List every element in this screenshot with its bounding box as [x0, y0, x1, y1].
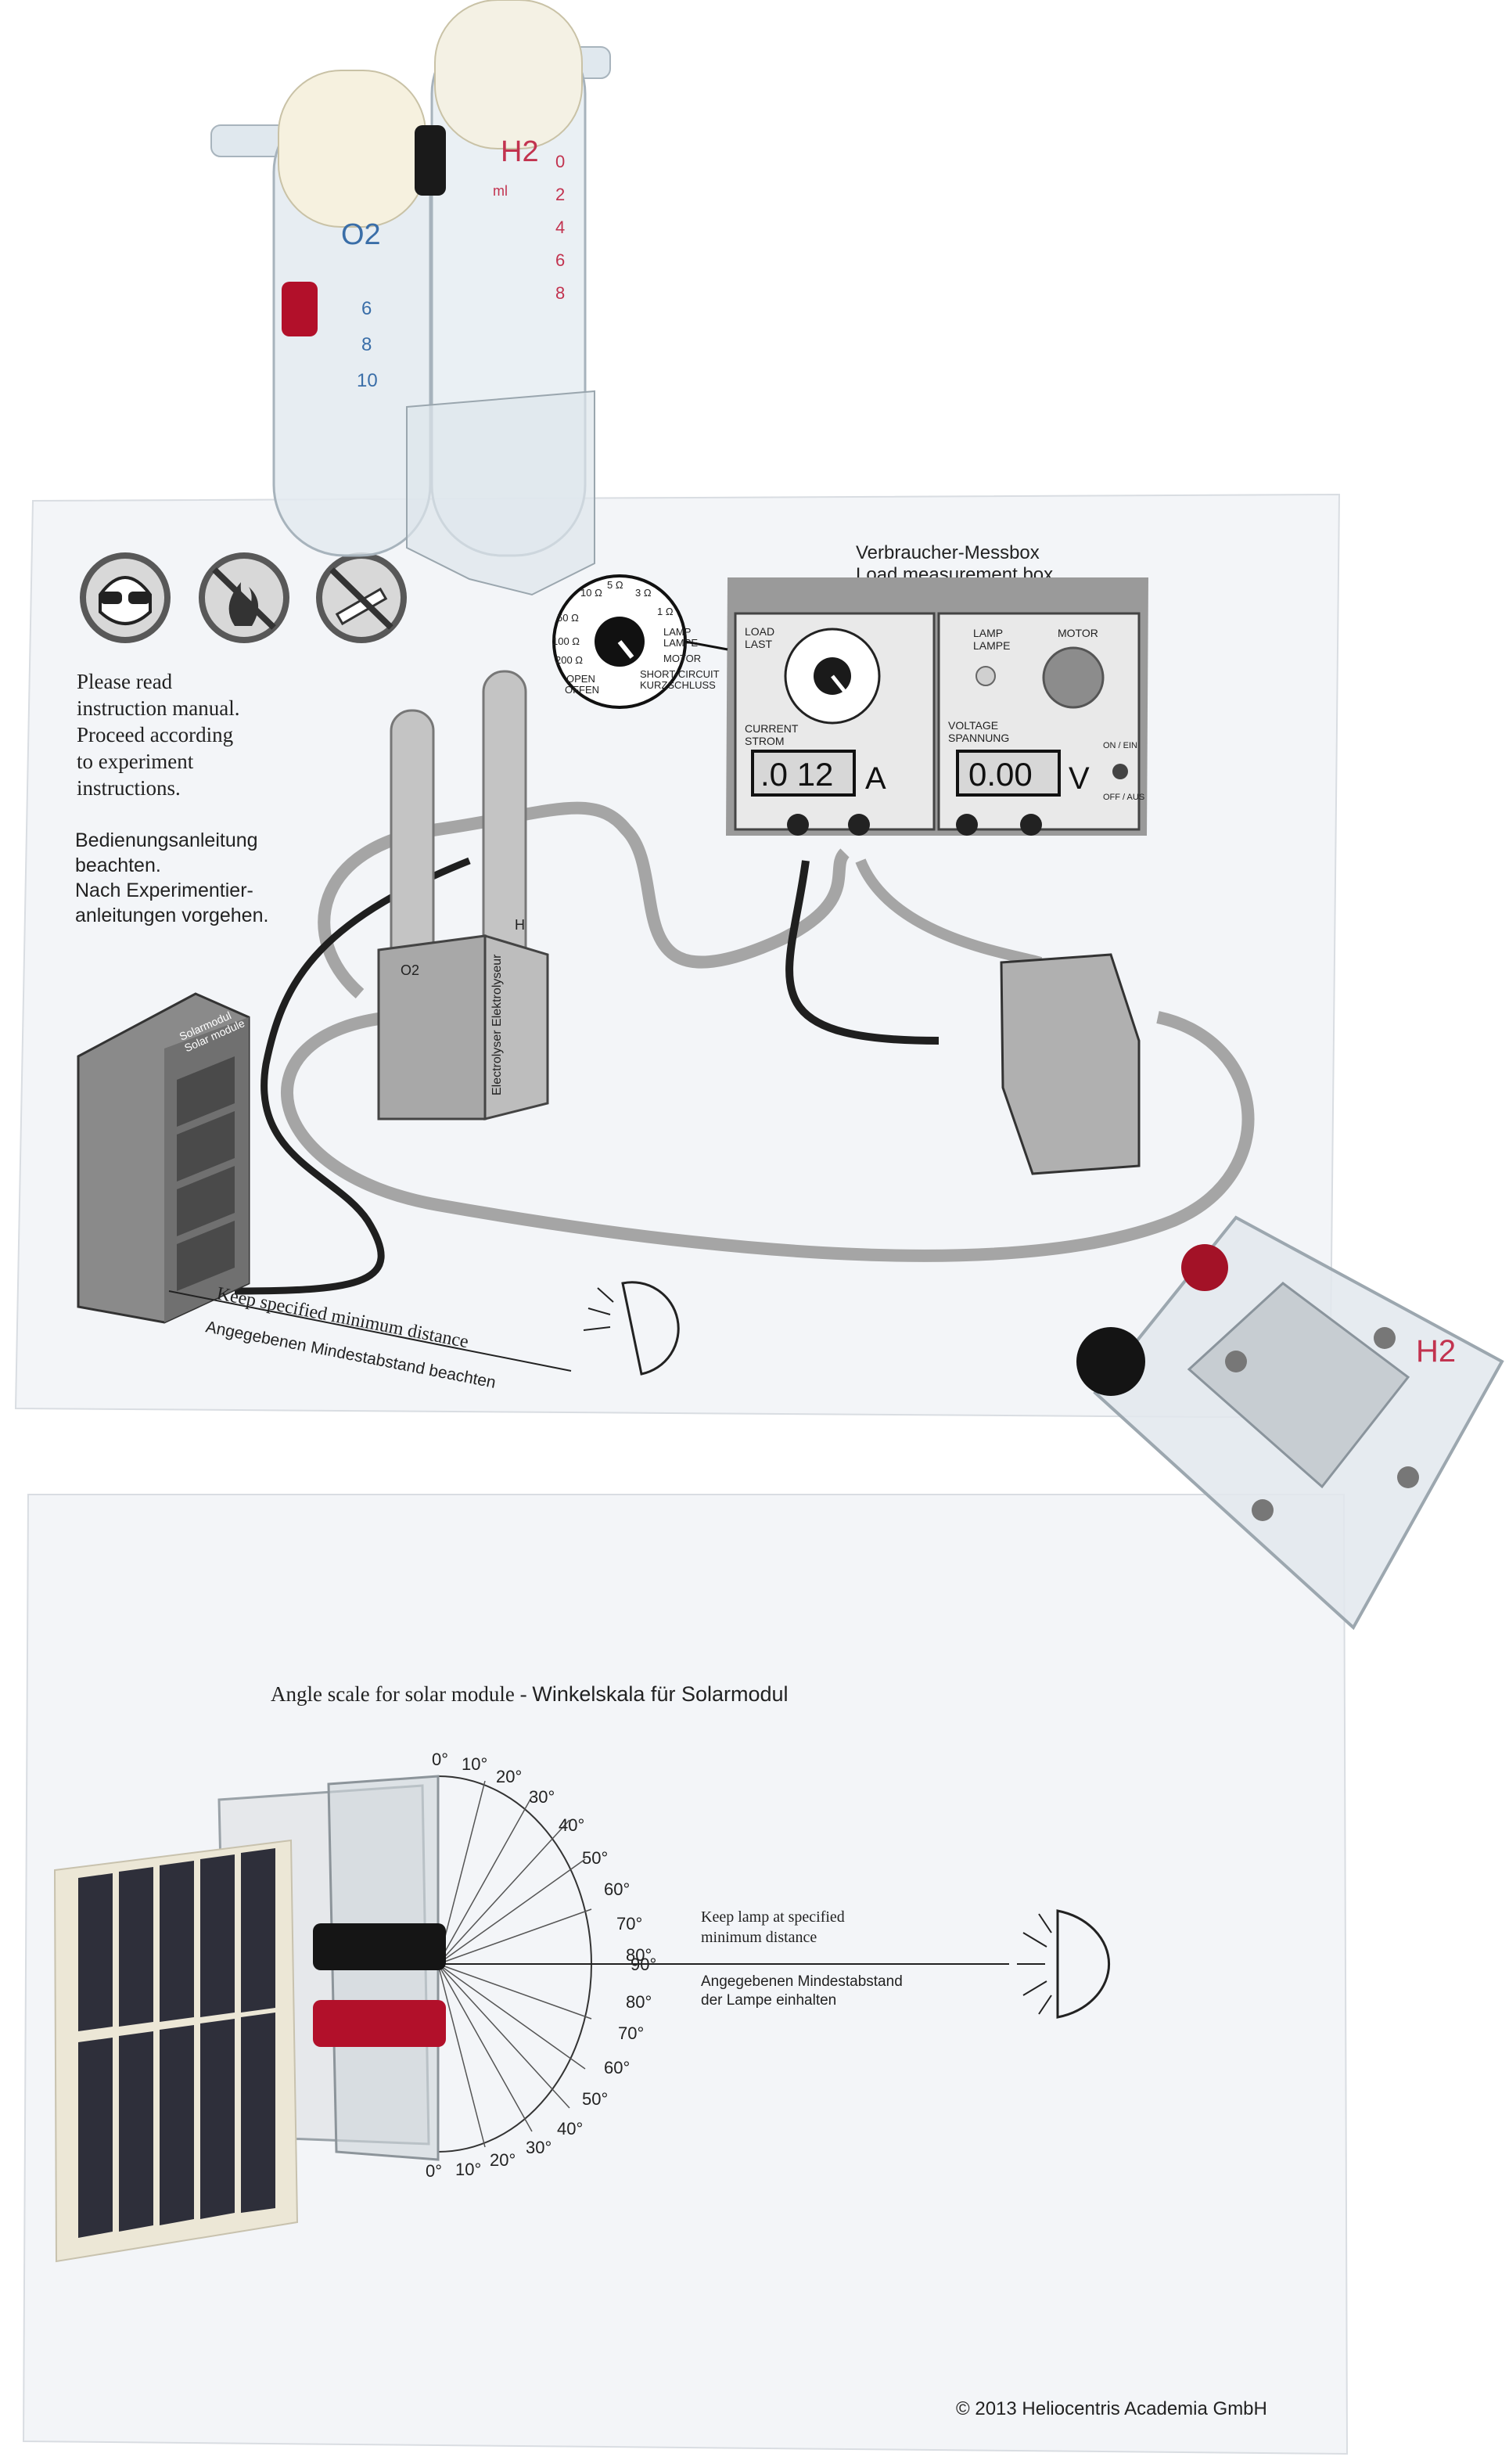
current-label: CURRENT STROM	[745, 722, 801, 747]
load-label: LOAD LAST	[745, 625, 778, 650]
angle-labels-upper: 0° 10° 20° 30° 40° 50° 60° 70° 80° 90°	[432, 1750, 656, 1974]
solar-module-photo	[53, 1775, 446, 2263]
instruction-line: Bedienungsanleitung	[75, 829, 258, 851]
lamp-icon	[621, 1281, 680, 1376]
fuel-cell-label: H2	[1416, 1334, 1456, 1369]
instruction-line: Please read	[77, 670, 173, 693]
red-terminal-icon	[313, 2000, 446, 2047]
voltage-unit: V	[1069, 761, 1090, 796]
solar-module-drawing: Solarmodul Solar module	[77, 992, 250, 1324]
h2-tube-stopper	[434, 0, 583, 149]
off-label: OFF / AUS	[1103, 793, 1144, 802]
voltage-reading: 0.00	[968, 756, 1033, 793]
current-display	[751, 750, 856, 797]
o2-label: O2	[401, 962, 419, 978]
box-title-de: Verbraucher-Messbox	[856, 542, 1040, 563]
keep-lamp-text-de: Angegebenen Mindestabstand der Lampe ein…	[701, 1973, 907, 2009]
red-terminal-icon	[1181, 1244, 1228, 1291]
instructions-german: Bedienungsanleitung beachten. Nach Exper…	[75, 829, 268, 926]
current-reading: .0 12	[760, 756, 833, 793]
current-unit: A	[865, 761, 886, 796]
o2-tube-stopper	[278, 70, 426, 228]
voltage-label: VOLTAGE SPANNUNG	[948, 719, 1009, 744]
copyright: © 2013 Heliocentris Academia GmbH	[956, 2398, 1267, 2419]
dial-labels: 10 Ω 5 Ω 3 Ω 1 Ω 50 Ω 100 Ω 200 Ω OPEN O…	[552, 579, 722, 696]
electrolyser-drawing: Electrolyser Elektrolyseur O2 H	[377, 670, 549, 1120]
black-cable	[234, 857, 471, 1295]
electrolyser-label: Electrolyser Elektrolyseur	[490, 954, 504, 1095]
fuel-cell-drawing	[1000, 953, 1141, 1175]
instruction-line: Proceed according	[77, 723, 233, 746]
instruction-line: instruction manual.	[77, 696, 239, 720]
lamp-label: LAMP LAMPE	[973, 627, 1010, 652]
load-measurement-box-drawing: Verbraucher-Messbox Load measurement box…	[552, 542, 1148, 836]
black-cable	[785, 860, 940, 1045]
o2-tube-label: O2	[341, 218, 381, 251]
power-switch-drawing	[1112, 764, 1128, 779]
grey-cable	[855, 858, 1043, 968]
angle-scale-title: Angle scale for solar module - Winkelska…	[271, 1682, 789, 1706]
o2-scale: 6 8 10	[357, 298, 378, 391]
instruction-line: anleitungen vorgehen.	[75, 905, 268, 926]
no-open-flame-icon	[199, 552, 289, 643]
instruction-line: instructions.	[77, 776, 181, 800]
instruction-line: beachten.	[75, 854, 161, 876]
grey-cable	[281, 1011, 1255, 1262]
fuel-cell-photo: H2	[1076, 1215, 1504, 1631]
sheet-angle-scale: Angle scale for solar module - Winkelska…	[22, 1494, 1349, 2455]
angle-labels-lower: 80° 70° 60° 50° 40° 30° 20° 10° 0°	[426, 1992, 656, 2181]
h-label: H	[515, 917, 525, 933]
cables	[234, 801, 1255, 1295]
grey-cable	[318, 801, 850, 999]
lamp-indicator	[975, 666, 996, 686]
voltage-display	[956, 750, 1061, 797]
ml-label: ml	[493, 183, 508, 199]
h2-tube-label: H2	[501, 135, 539, 168]
instruction-line: Nach Experimentier-	[75, 879, 253, 901]
on-label: ON / EIN	[1103, 741, 1137, 750]
gas-storage-tubes-photo: O2 H2 ml 0 2 4 6 8 6 8 10	[210, 0, 611, 596]
eye-protection-icon	[80, 552, 171, 643]
h2-scale: 0 2 4 6 8	[555, 152, 569, 303]
no-smoking-icon	[316, 552, 407, 643]
motor-label: MOTOR	[1058, 627, 1098, 639]
instruction-line: to experiment	[77, 750, 194, 773]
black-terminal-icon	[1076, 1327, 1145, 1396]
keep-lamp-text-en: Keep lamp at specified minimum distance	[701, 1908, 849, 1946]
black-terminal-icon	[313, 1923, 446, 1970]
motor-drawing	[1042, 646, 1105, 709]
lamp-icon	[1017, 1909, 1111, 2019]
sheet-experiment-setup: Please read instruction manual. Proceed …	[14, 493, 1341, 1419]
instructions-english: Please read instruction manual. Proceed …	[77, 670, 245, 800]
